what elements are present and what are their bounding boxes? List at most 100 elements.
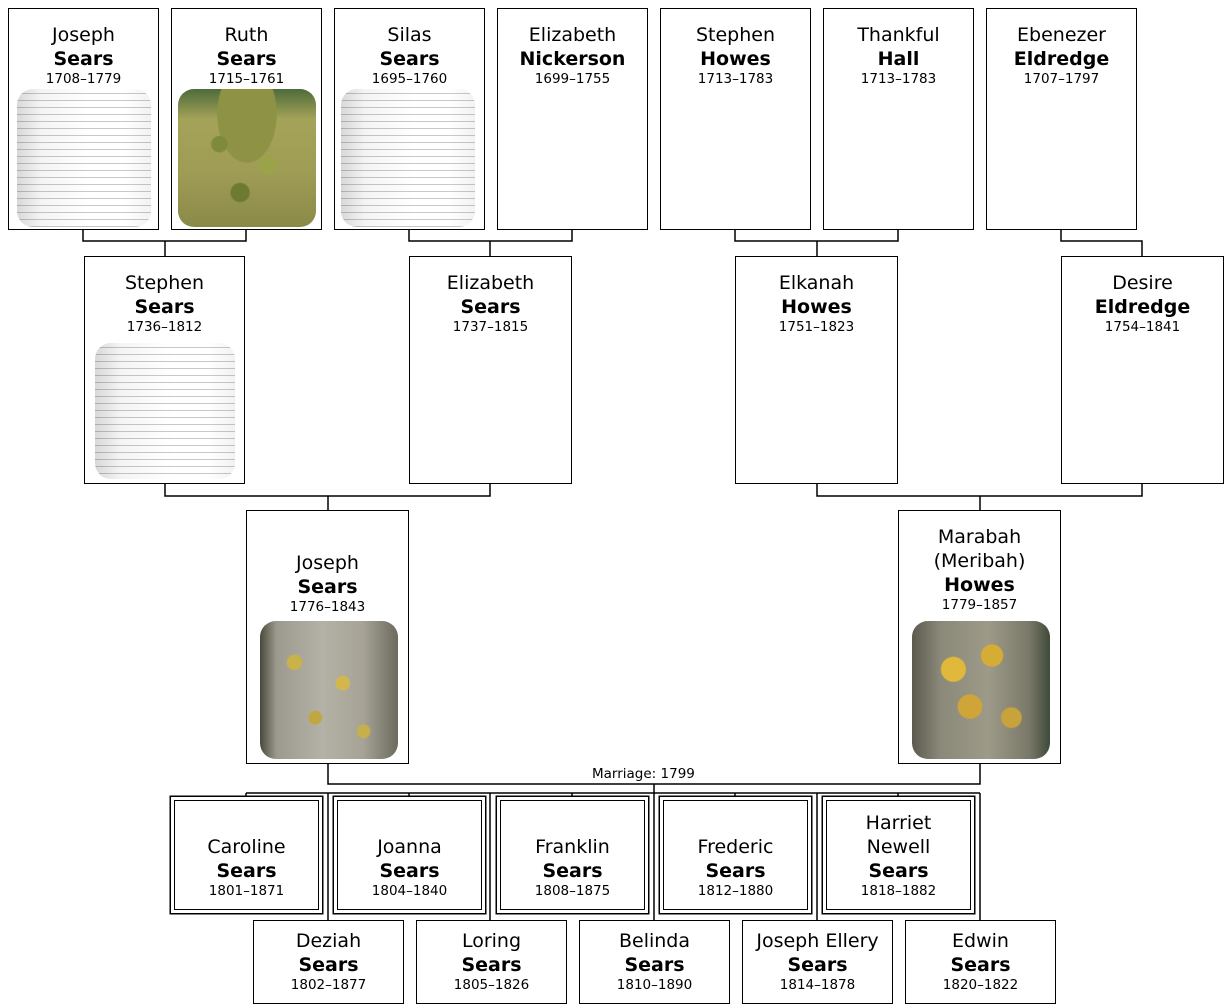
life-dates: 1812–1880: [697, 883, 774, 899]
given-name: Frederic: [697, 836, 774, 858]
person-card-joseph-ellery-sears[interactable]: Joseph Ellery Sears 1814–1878: [742, 920, 893, 1004]
life-dates: 1802–1877: [290, 977, 367, 993]
given-name: Edwin: [952, 930, 1009, 952]
given-name: Harriet Newell: [865, 812, 932, 858]
person-card-frederic-sears[interactable]: Frederic Sears 1812–1880: [663, 800, 808, 910]
person-card-caroline-sears[interactable]: Caroline Sears 1801–1871: [174, 800, 319, 910]
surname: Nickerson: [519, 48, 626, 70]
surname: Eldredge: [1013, 48, 1110, 70]
surname: Sears: [705, 860, 766, 882]
given-name: Marabah (Meribah): [933, 526, 1026, 572]
given-name: Elizabeth: [528, 24, 617, 46]
given-name: Ruth: [224, 24, 269, 46]
person-card-elkanah-howes[interactable]: Elkanah Howes 1751–1823: [735, 256, 898, 484]
surname: Sears: [298, 954, 359, 976]
gravestone-photo[interactable]: [260, 621, 398, 759]
life-dates: 1737–1815: [452, 319, 529, 335]
person-card-loring-sears[interactable]: Loring Sears 1805–1826: [416, 920, 567, 1004]
document-scan-photo[interactable]: [17, 89, 151, 227]
given-name: Caroline: [207, 836, 286, 858]
surname: Eldredge: [1094, 296, 1191, 318]
person-card-desire-eldredge[interactable]: Desire Eldredge 1754–1841: [1061, 256, 1224, 484]
document-scan-photo[interactable]: [95, 343, 235, 479]
given-name: Stephen: [695, 24, 776, 46]
surname: Sears: [868, 860, 929, 882]
surname: Sears: [624, 954, 685, 976]
life-dates: 1707–1797: [1023, 71, 1100, 87]
gravestone-photo[interactable]: [912, 621, 1050, 759]
surname: Sears: [53, 48, 114, 70]
given-name: Stephen: [124, 272, 205, 294]
person-card-deziah-sears[interactable]: Deziah Sears 1802–1877: [253, 920, 404, 1004]
given-name: Belinda: [618, 930, 691, 952]
given-name: Ebenezer: [1017, 24, 1106, 46]
person-card-joseph-sears-1776[interactable]: Joseph Sears 1776–1843: [246, 510, 409, 764]
person-card-joanna-sears[interactable]: Joanna Sears 1804–1840: [337, 800, 482, 910]
life-dates: 1808–1875: [534, 883, 611, 899]
person-card-silas-sears[interactable]: Silas Sears 1695–1760: [334, 8, 485, 230]
surname: Sears: [379, 48, 440, 70]
given-name: Franklin: [535, 836, 610, 858]
surname: Sears: [379, 860, 440, 882]
given-name: Joseph: [52, 24, 115, 46]
person-card-joseph-sears-1708[interactable]: Joseph Sears 1708–1779: [8, 8, 159, 230]
person-card-stephen-sears[interactable]: Stephen Sears 1736–1812: [84, 256, 245, 484]
life-dates: 1820–1822: [942, 977, 1019, 993]
life-dates: 1713–1783: [697, 71, 774, 87]
life-dates: 1713–1783: [860, 71, 937, 87]
given-name: Joseph Ellery: [756, 930, 879, 952]
surname: Sears: [134, 296, 195, 318]
person-card-thankful-hall[interactable]: Thankful Hall 1713–1783: [823, 8, 974, 230]
life-dates: 1776–1843: [289, 599, 366, 615]
surname: Sears: [787, 954, 848, 976]
surname: Sears: [950, 954, 1011, 976]
given-name: Elizabeth: [446, 272, 535, 294]
given-name: Desire: [1112, 272, 1173, 294]
person-card-franklin-sears[interactable]: Franklin Sears 1808–1875: [500, 800, 645, 910]
life-dates: 1708–1779: [45, 71, 122, 87]
gravestone-photo[interactable]: [178, 89, 316, 227]
given-name: Elkanah: [778, 272, 855, 294]
surname: Sears: [297, 576, 358, 598]
surname: Hall: [877, 48, 920, 70]
given-name: Thankful: [857, 24, 940, 46]
surname: Sears: [461, 954, 522, 976]
life-dates: 1751–1823: [778, 319, 855, 335]
given-name: Joanna: [377, 836, 442, 858]
life-dates: 1736–1812: [126, 319, 203, 335]
given-name: Deziah: [295, 930, 362, 952]
life-dates: 1779–1857: [941, 597, 1018, 613]
person-card-belinda-sears[interactable]: Belinda Sears 1810–1890: [579, 920, 730, 1004]
surname: Sears: [216, 860, 277, 882]
person-card-ruth-sears[interactable]: Ruth Sears 1715–1761: [171, 8, 322, 230]
surname: Howes: [781, 296, 852, 318]
surname: Sears: [460, 296, 521, 318]
given-name: Loring: [461, 930, 522, 952]
life-dates: 1695–1760: [371, 71, 448, 87]
life-dates: 1810–1890: [616, 977, 693, 993]
person-card-harriet-newell-sears[interactable]: Harriet Newell Sears 1818–1882: [826, 800, 971, 910]
person-card-elizabeth-sears[interactable]: Elizabeth Sears 1737–1815: [409, 256, 572, 484]
person-card-marabah-howes[interactable]: Marabah (Meribah) Howes 1779–1857: [898, 510, 1061, 764]
person-card-elizabeth-nickerson[interactable]: Elizabeth Nickerson 1699–1755: [497, 8, 648, 230]
life-dates: 1715–1761: [208, 71, 285, 87]
life-dates: 1754–1841: [1104, 319, 1181, 335]
surname: Sears: [216, 48, 277, 70]
life-dates: 1804–1840: [371, 883, 448, 899]
life-dates: 1818–1882: [860, 883, 937, 899]
person-card-stephen-howes[interactable]: Stephen Howes 1713–1783: [660, 8, 811, 230]
surname: Sears: [542, 860, 603, 882]
given-name: Joseph: [296, 552, 359, 574]
person-card-edwin-sears[interactable]: Edwin Sears 1820–1822: [905, 920, 1056, 1004]
person-card-ebenezer-eldredge[interactable]: Ebenezer Eldredge 1707–1797: [986, 8, 1137, 230]
life-dates: 1805–1826: [453, 977, 530, 993]
surname: Howes: [700, 48, 771, 70]
surname: Howes: [944, 574, 1015, 596]
life-dates: 1699–1755: [534, 71, 611, 87]
life-dates: 1814–1878: [779, 977, 856, 993]
given-name: Silas: [387, 24, 432, 46]
marriage-label: Marriage: 1799: [590, 766, 697, 782]
life-dates: 1801–1871: [208, 883, 285, 899]
document-scan-photo[interactable]: [341, 89, 475, 227]
